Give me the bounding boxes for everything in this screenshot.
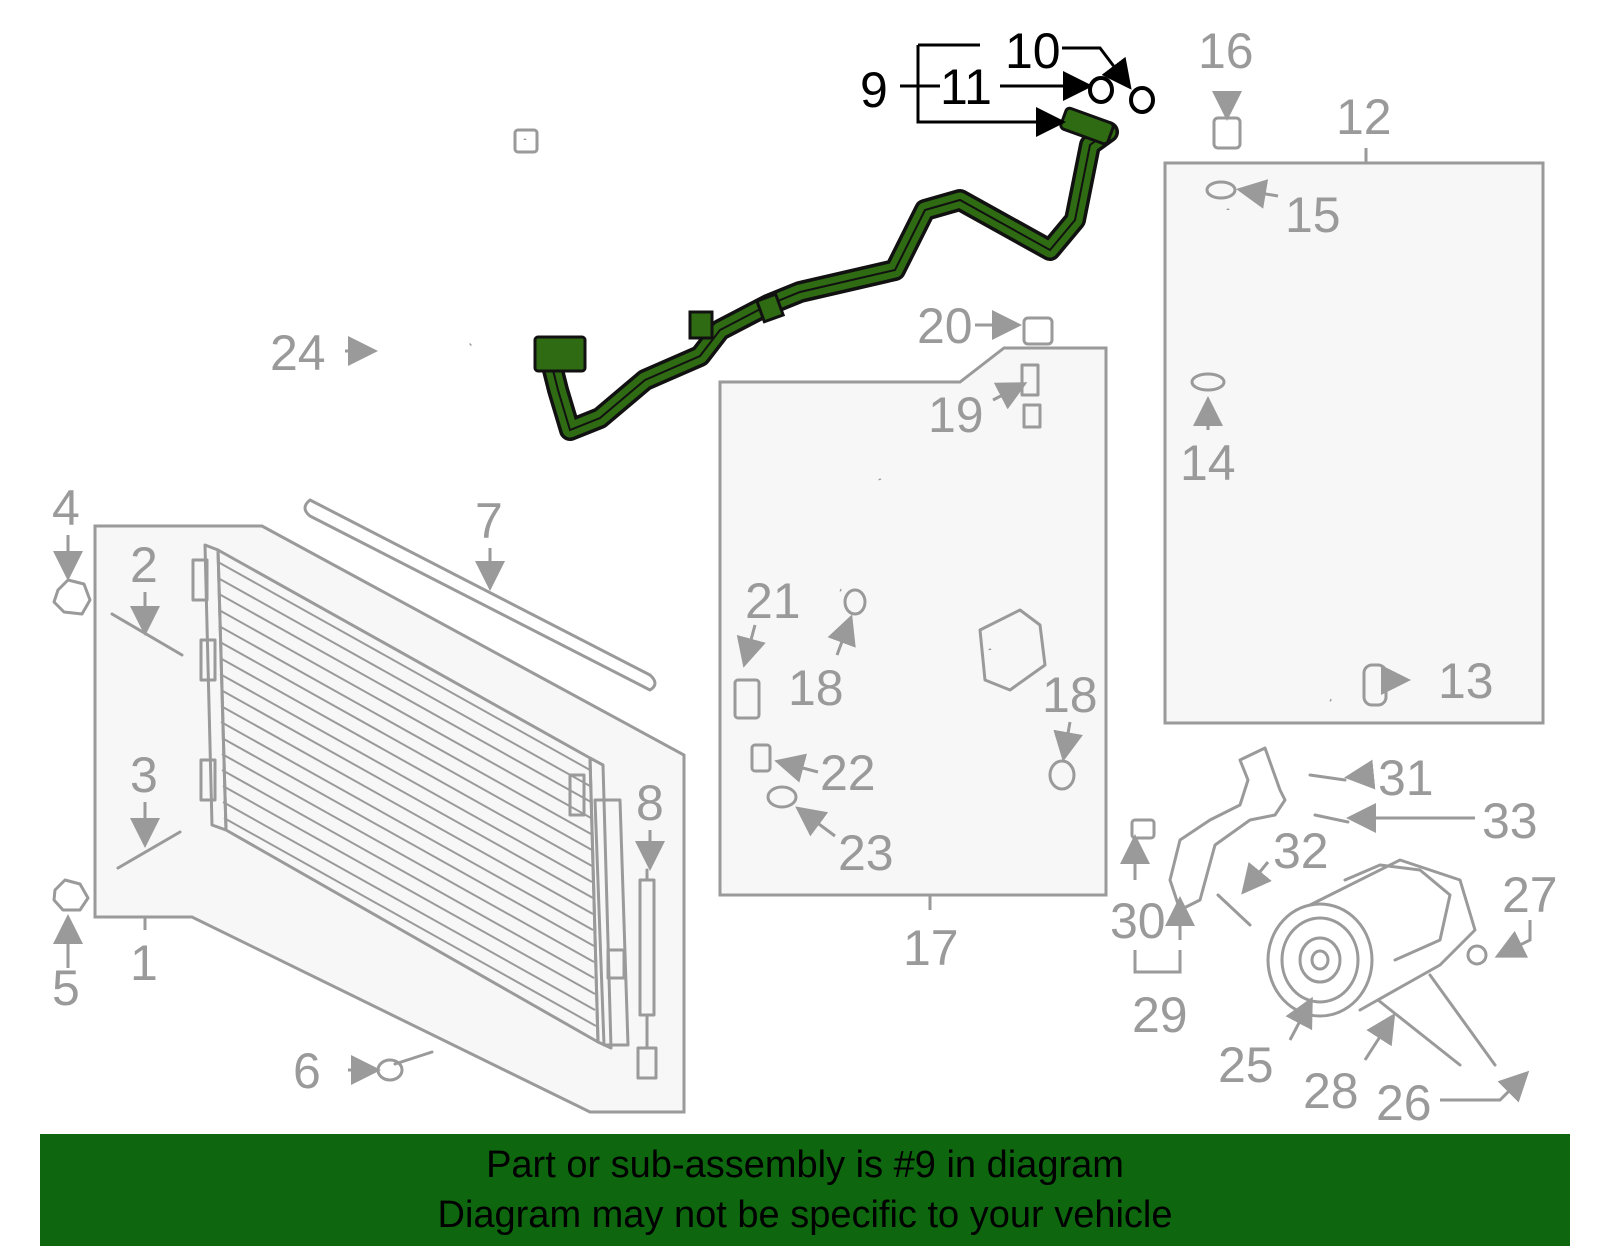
callout-30: 30 xyxy=(1110,893,1166,949)
bolts-26-28-31-32-33 xyxy=(1216,773,1497,1067)
callout-4: 4 xyxy=(52,480,80,536)
callout-27: 27 xyxy=(1502,867,1558,923)
callout-9: 9 xyxy=(860,62,888,118)
leader-lines xyxy=(53,91,1532,1103)
seal-strip xyxy=(303,498,657,692)
callout-28: 28 xyxy=(1303,1063,1359,1119)
callout-11: 11 xyxy=(940,59,992,115)
callout-31: 31 xyxy=(1378,750,1434,806)
info-banner: Part or sub-assembly is #9 in diagram Di… xyxy=(40,1134,1570,1246)
callout-15: 15 xyxy=(1285,187,1341,243)
callout-24: 24 xyxy=(270,325,326,381)
valve-22 xyxy=(750,743,772,773)
o-ring-11 xyxy=(1088,76,1114,104)
nut-4 xyxy=(52,578,92,616)
condenser-group-box xyxy=(93,524,686,1114)
drier-8 xyxy=(636,868,658,1080)
callout-14: 14 xyxy=(1180,435,1236,491)
callout-21: 21 xyxy=(745,573,801,629)
seal-23 xyxy=(766,785,798,809)
callout-16: 16 xyxy=(1198,23,1254,79)
hose-assembly-17 xyxy=(811,316,1054,866)
banner-line-1: Part or sub-assembly is #9 in diagram xyxy=(486,1144,1124,1186)
callout-12: 12 xyxy=(1336,89,1392,145)
callout-19: 19 xyxy=(928,387,984,443)
compressor-25 xyxy=(1266,858,1477,1018)
callout-1: 1 xyxy=(130,935,158,991)
callout-20: 20 xyxy=(917,298,973,354)
callout-13: 13 xyxy=(1438,653,1494,709)
callout-22: 22 xyxy=(820,745,876,801)
hose-assembly-12-box xyxy=(1163,161,1545,725)
callout-26: 26 xyxy=(1376,1075,1432,1131)
highlighted-part-9 xyxy=(533,106,1119,441)
callout-10: 10 xyxy=(1005,23,1061,79)
callout-23: 23 xyxy=(838,825,894,881)
o-ring-18a xyxy=(843,588,867,616)
bolt-6 xyxy=(376,1050,434,1082)
callout-29: 29 xyxy=(1132,987,1188,1043)
condenser xyxy=(191,543,630,1050)
callout-25: 25 xyxy=(1218,1037,1274,1093)
callout-labels: 1 2 3 4 5 6 7 8 9 10 11 12 13 14 15 16 1… xyxy=(52,23,1558,1131)
nut-5 xyxy=(52,878,90,912)
hose-24 xyxy=(382,128,539,381)
cap-16 xyxy=(1212,116,1242,150)
callout-33: 33 xyxy=(1482,793,1538,849)
bracket-29 xyxy=(1130,746,1287,912)
sensor-21 xyxy=(733,678,761,720)
hose-assembly-12 xyxy=(1175,180,1505,707)
leader-lines-highlight xyxy=(900,43,1132,137)
callout-3: 3 xyxy=(130,747,158,803)
o-ring-10 xyxy=(1129,86,1155,114)
callout-5: 5 xyxy=(52,960,80,1016)
callout-18b: 18 xyxy=(1042,667,1098,723)
banner-line-2: Diagram may not be specific to your vehi… xyxy=(437,1194,1173,1236)
callout-7: 7 xyxy=(475,493,503,549)
callout-2: 2 xyxy=(130,537,158,593)
insulator-3 xyxy=(116,830,182,870)
callout-6: 6 xyxy=(293,1043,321,1099)
callout-17: 17 xyxy=(903,920,959,976)
callout-18a: 18 xyxy=(788,660,844,716)
callout-8: 8 xyxy=(636,775,664,831)
callout-32: 32 xyxy=(1273,823,1329,879)
